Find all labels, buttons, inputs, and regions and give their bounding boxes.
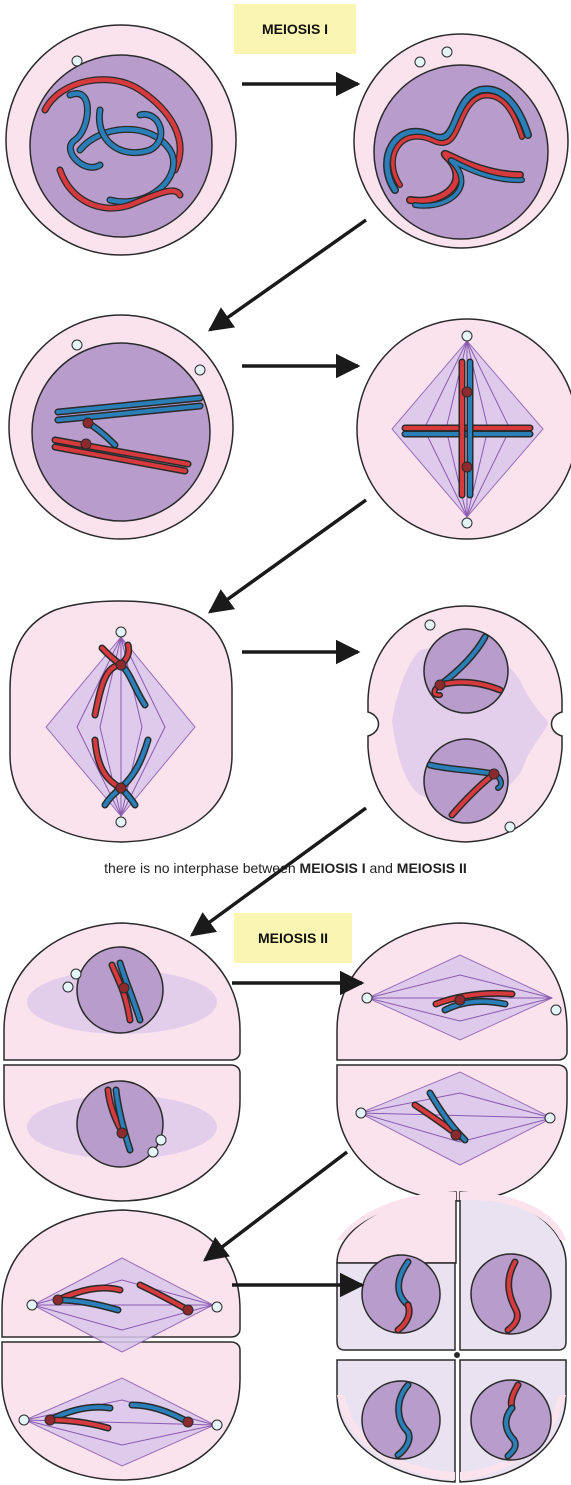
- arrow-diagonal: [205, 1152, 347, 1260]
- centriole: [462, 518, 472, 528]
- centromere: [462, 462, 472, 472]
- centriole: [116, 817, 126, 827]
- note-joiner: and: [366, 860, 397, 876]
- cell-9-anaphase-2: [2, 1210, 240, 1480]
- centromere: [462, 387, 472, 397]
- cell-8-metaphase-2: [337, 923, 567, 1201]
- cell-1-prophase: [6, 25, 236, 255]
- centriole: [415, 57, 425, 67]
- centromere: [183, 1305, 193, 1315]
- cell-7-prophase-2: [4, 923, 240, 1201]
- interphase-note: there is no interphase between MEIOSIS I…: [0, 860, 571, 876]
- meiosis-1-text: MEIOSIS I: [262, 21, 328, 37]
- centromere: [489, 769, 499, 779]
- centromere: [81, 439, 91, 449]
- centriole: [545, 1113, 555, 1123]
- centriole: [148, 1147, 158, 1157]
- cell-3-crossing-over: [9, 315, 233, 539]
- nucleus: [32, 343, 210, 521]
- nucleus: [424, 739, 508, 823]
- centromere: [116, 783, 126, 793]
- centriole: [442, 47, 452, 57]
- cell-10-four-daughter-cells: [337, 1192, 566, 1482]
- centriole: [72, 56, 82, 66]
- centriole: [425, 620, 435, 630]
- centromere: [116, 660, 126, 670]
- meiosis-1-label: MEIOSIS I: [234, 4, 356, 54]
- meiosis-2-label: MEIOSIS II: [234, 913, 352, 963]
- centriole: [27, 1300, 37, 1310]
- centromere: [117, 1128, 127, 1138]
- centriole: [72, 340, 82, 350]
- centriole: [551, 1005, 561, 1015]
- centriole: [116, 627, 126, 637]
- meiosis-2-text: MEIOSIS II: [258, 930, 328, 946]
- centromere: [451, 1130, 461, 1140]
- centriole: [19, 1415, 29, 1425]
- note-term-2: MEIOSIS II: [397, 860, 467, 876]
- centriole: [71, 969, 81, 979]
- centriole: [63, 982, 73, 992]
- centriole: [195, 365, 205, 375]
- cell-4-metaphase-1: [357, 319, 571, 539]
- centromere: [455, 995, 465, 1005]
- centriole: [356, 1108, 366, 1118]
- junction-dot: [454, 1352, 460, 1358]
- cell-6-telophase-1: [368, 606, 562, 842]
- centriole: [362, 993, 372, 1003]
- note-term-1: MEIOSIS I: [300, 860, 366, 876]
- arrow-diagonal: [210, 220, 366, 330]
- centromere: [119, 983, 129, 993]
- cell-2-synapsis: [354, 34, 568, 248]
- centriole: [212, 1420, 222, 1430]
- centriole: [462, 331, 472, 341]
- centriole: [156, 1135, 166, 1145]
- centromere: [53, 1295, 63, 1305]
- centromere: [45, 1415, 55, 1425]
- centromere: [183, 1417, 193, 1427]
- nucleus: [424, 629, 508, 713]
- centromere: [83, 418, 93, 428]
- centriole: [505, 822, 515, 832]
- centromere: [435, 680, 445, 690]
- nucleus: [374, 65, 548, 239]
- arrow-diagonal: [210, 500, 366, 612]
- cell-5-anaphase-1: [10, 601, 232, 842]
- note-prefix: there is no interphase between: [104, 860, 299, 876]
- centriole: [212, 1302, 222, 1312]
